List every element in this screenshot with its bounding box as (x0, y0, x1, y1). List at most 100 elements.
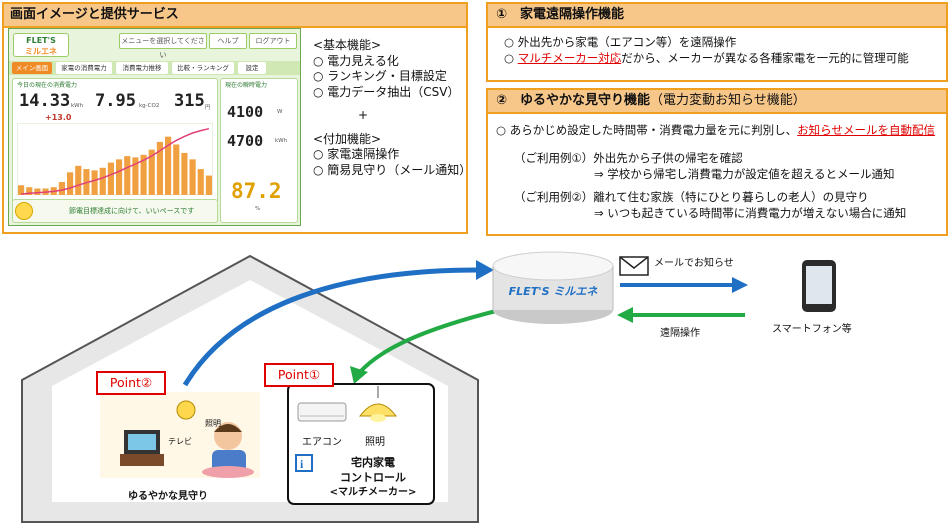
usage-bar (116, 159, 123, 195)
message-bar (12, 199, 218, 223)
usage-bar (91, 170, 98, 195)
mirune-logo: FLET'S ミルエネ (13, 33, 69, 57)
cloud-server-icon (492, 251, 614, 324)
control-caption: 宅内家電 コントロール <マルチメーカー> (318, 455, 428, 500)
unit-yen: 円 (205, 105, 211, 111)
today-title: 今日の現在の消費電力 (17, 82, 78, 89)
house-diagram: i (21, 251, 836, 523)
usage-bar (75, 165, 82, 195)
aircon-label: エアコン (302, 437, 342, 448)
mail-label: メールでお知らせ (654, 258, 734, 269)
usage-bar (132, 157, 139, 195)
percent-unit: % (255, 206, 261, 212)
value-yen: 315 (174, 91, 205, 111)
usage-bar (197, 169, 204, 195)
control-caption-line1: 宅内家電 (351, 456, 395, 469)
usage-bar (181, 152, 188, 195)
multi-maker-highlight: マルチメーカー対応 (517, 51, 622, 65)
remote-line2-rest: だから、メーカーが異なる各種家電を一元的に管理可能 (621, 51, 909, 65)
value-percent-change: +13.0 (45, 113, 72, 122)
feature-item: ○ 簡易見守り（メール通知） (313, 162, 472, 177)
tab-settings[interactable]: 設定 (238, 62, 266, 74)
usage-bar (58, 182, 65, 195)
usage-bar (156, 141, 163, 195)
value-kwh: 14.33 (19, 91, 71, 111)
remote-control-panel: ① 家電遠隔操作機能 ○ 外出先から家電（エアコン等）を遠隔操作 ○ マルチメー… (486, 2, 948, 82)
logout-button[interactable]: ログアウト (249, 33, 297, 49)
lamp-icon (176, 400, 196, 420)
tv-room-illustration (100, 392, 260, 478)
info-icon (295, 454, 313, 472)
tab-appliance[interactable]: 家電の消費電力 (56, 62, 112, 74)
monitoring-line1: ○ あらかじめ設定した時間帯・消費電力量を元に判別し、お知らせメールを自動配信 (496, 122, 935, 139)
feature-item: ○ 電力データ抽出（CSV） (313, 84, 460, 99)
tv-label: テレビ (168, 437, 192, 446)
light-label: 照明 (365, 437, 385, 448)
usage-bar (205, 175, 212, 195)
control-caption-line3: <マルチメーカー> (329, 487, 417, 498)
help-button[interactable]: ヘルプ (209, 33, 247, 49)
point1-badge: Point① (264, 363, 334, 387)
tab-main[interactable]: メイン画面 (12, 62, 52, 74)
control-arrow (358, 308, 501, 374)
feature-list: <基本機能> ○ 電力見える化 ○ ランキング・目標設定 ○ 電力データ抽出（C… (313, 38, 472, 178)
usage-bar (148, 149, 155, 195)
monitoring-panel: ② ゆるやかな見守り機能（電力変動お知らせ機能） ○ あらかじめ設定した時間帯・… (486, 88, 948, 236)
unit-kwh: kWh (71, 103, 84, 109)
feature-item: ○ 家電遠隔操作 (313, 147, 400, 161)
example1-line1: （ご利用例①）外出先から子供の帰宅を確認 (514, 151, 743, 165)
footer-message: 節電目標達成に向けて、いいペースです (69, 207, 195, 215)
usage-bar (67, 172, 74, 195)
monitoring-line1-text: ○ あらかじめ設定した時間帯・消費電力量を元に判別し、 (496, 123, 798, 137)
point2-badge: Point② (96, 371, 166, 395)
usage-bar (26, 187, 33, 195)
service-panel-title: 画面イメージと提供サービス (4, 4, 466, 28)
monitoring-title: ② ゆるやかな見守り機能（電力変動お知らせ機能） (488, 90, 946, 114)
value-co2: 7.95 (95, 91, 136, 111)
app-screenshot: FLET'S ミルエネ メニューを選択してください ヘルプ ログアウト メイン画… (8, 28, 301, 226)
logo-line1: FLET'S (26, 36, 56, 45)
feature-item: ○ 電力見える化 (313, 53, 399, 68)
budget-unit: kWh (275, 138, 288, 144)
instant-card (220, 78, 298, 223)
example1-line2: ⇒ 学校から帰宅し消費電力が設定値を超えるとメール通知 (594, 167, 895, 181)
gentle-watch-caption: ゆるやかな見守り (128, 491, 208, 502)
budget-value: 4700 (227, 132, 264, 150)
smile-icon (15, 202, 33, 220)
unit-co2: kg-CO2 (139, 103, 160, 109)
instant-unit: W (277, 109, 283, 115)
auto-mail-highlight: お知らせメールを自動配信 (797, 123, 935, 137)
plus-sign: + (357, 108, 369, 122)
aircon-icon (297, 402, 347, 422)
tab-trend[interactable]: 消費電力推移 (116, 62, 168, 74)
svg-text:i: i (300, 457, 304, 471)
smartphone-icon (802, 260, 836, 312)
remote-control-title: ① 家電遠隔操作機能 (488, 4, 946, 28)
upload-arrow-head (476, 260, 494, 280)
usage-bar (107, 162, 114, 195)
cloud-logo-text: FLET'S ミルエネ (508, 285, 598, 298)
percent-value: 87.2 (231, 179, 282, 203)
mail-arrow-head (732, 277, 748, 293)
monitoring-title-main: ② ゆるやかな見守り機能 (496, 93, 651, 108)
usage-bar (140, 154, 147, 195)
remote-line1: ○ 外出先から家電（エアコン等）を遠隔操作 (504, 35, 737, 49)
usage-bar (124, 156, 131, 195)
menu-select-button[interactable]: メニューを選択してください (119, 33, 207, 59)
example2-line1: （ご利用例②）離れて住む家族（特にひとり暮らしの老人）の見守り (514, 190, 869, 204)
phone-label: スマートフォン等 (772, 324, 852, 335)
upload-arrow (182, 267, 479, 387)
room-light-label: 照明 (205, 419, 221, 428)
logo-line2: ミルエネ (25, 47, 57, 56)
feature-item: ○ ランキング・目標設定 (313, 69, 447, 83)
usage-bar (34, 188, 41, 195)
instant-value: 4100 (227, 103, 264, 121)
mail-icon (619, 256, 649, 276)
control-arrow-head (350, 366, 368, 384)
usage-bar (18, 185, 25, 195)
monitoring-title-sub: （電力変動お知らせ機能） (650, 93, 806, 108)
tab-ranking[interactable]: 比較・ランキング (172, 62, 234, 74)
addon-heading: <付加機能> (313, 131, 382, 146)
instant-title: 現在の瞬時電力 (225, 82, 268, 89)
ceiling-light-icon (358, 386, 398, 422)
